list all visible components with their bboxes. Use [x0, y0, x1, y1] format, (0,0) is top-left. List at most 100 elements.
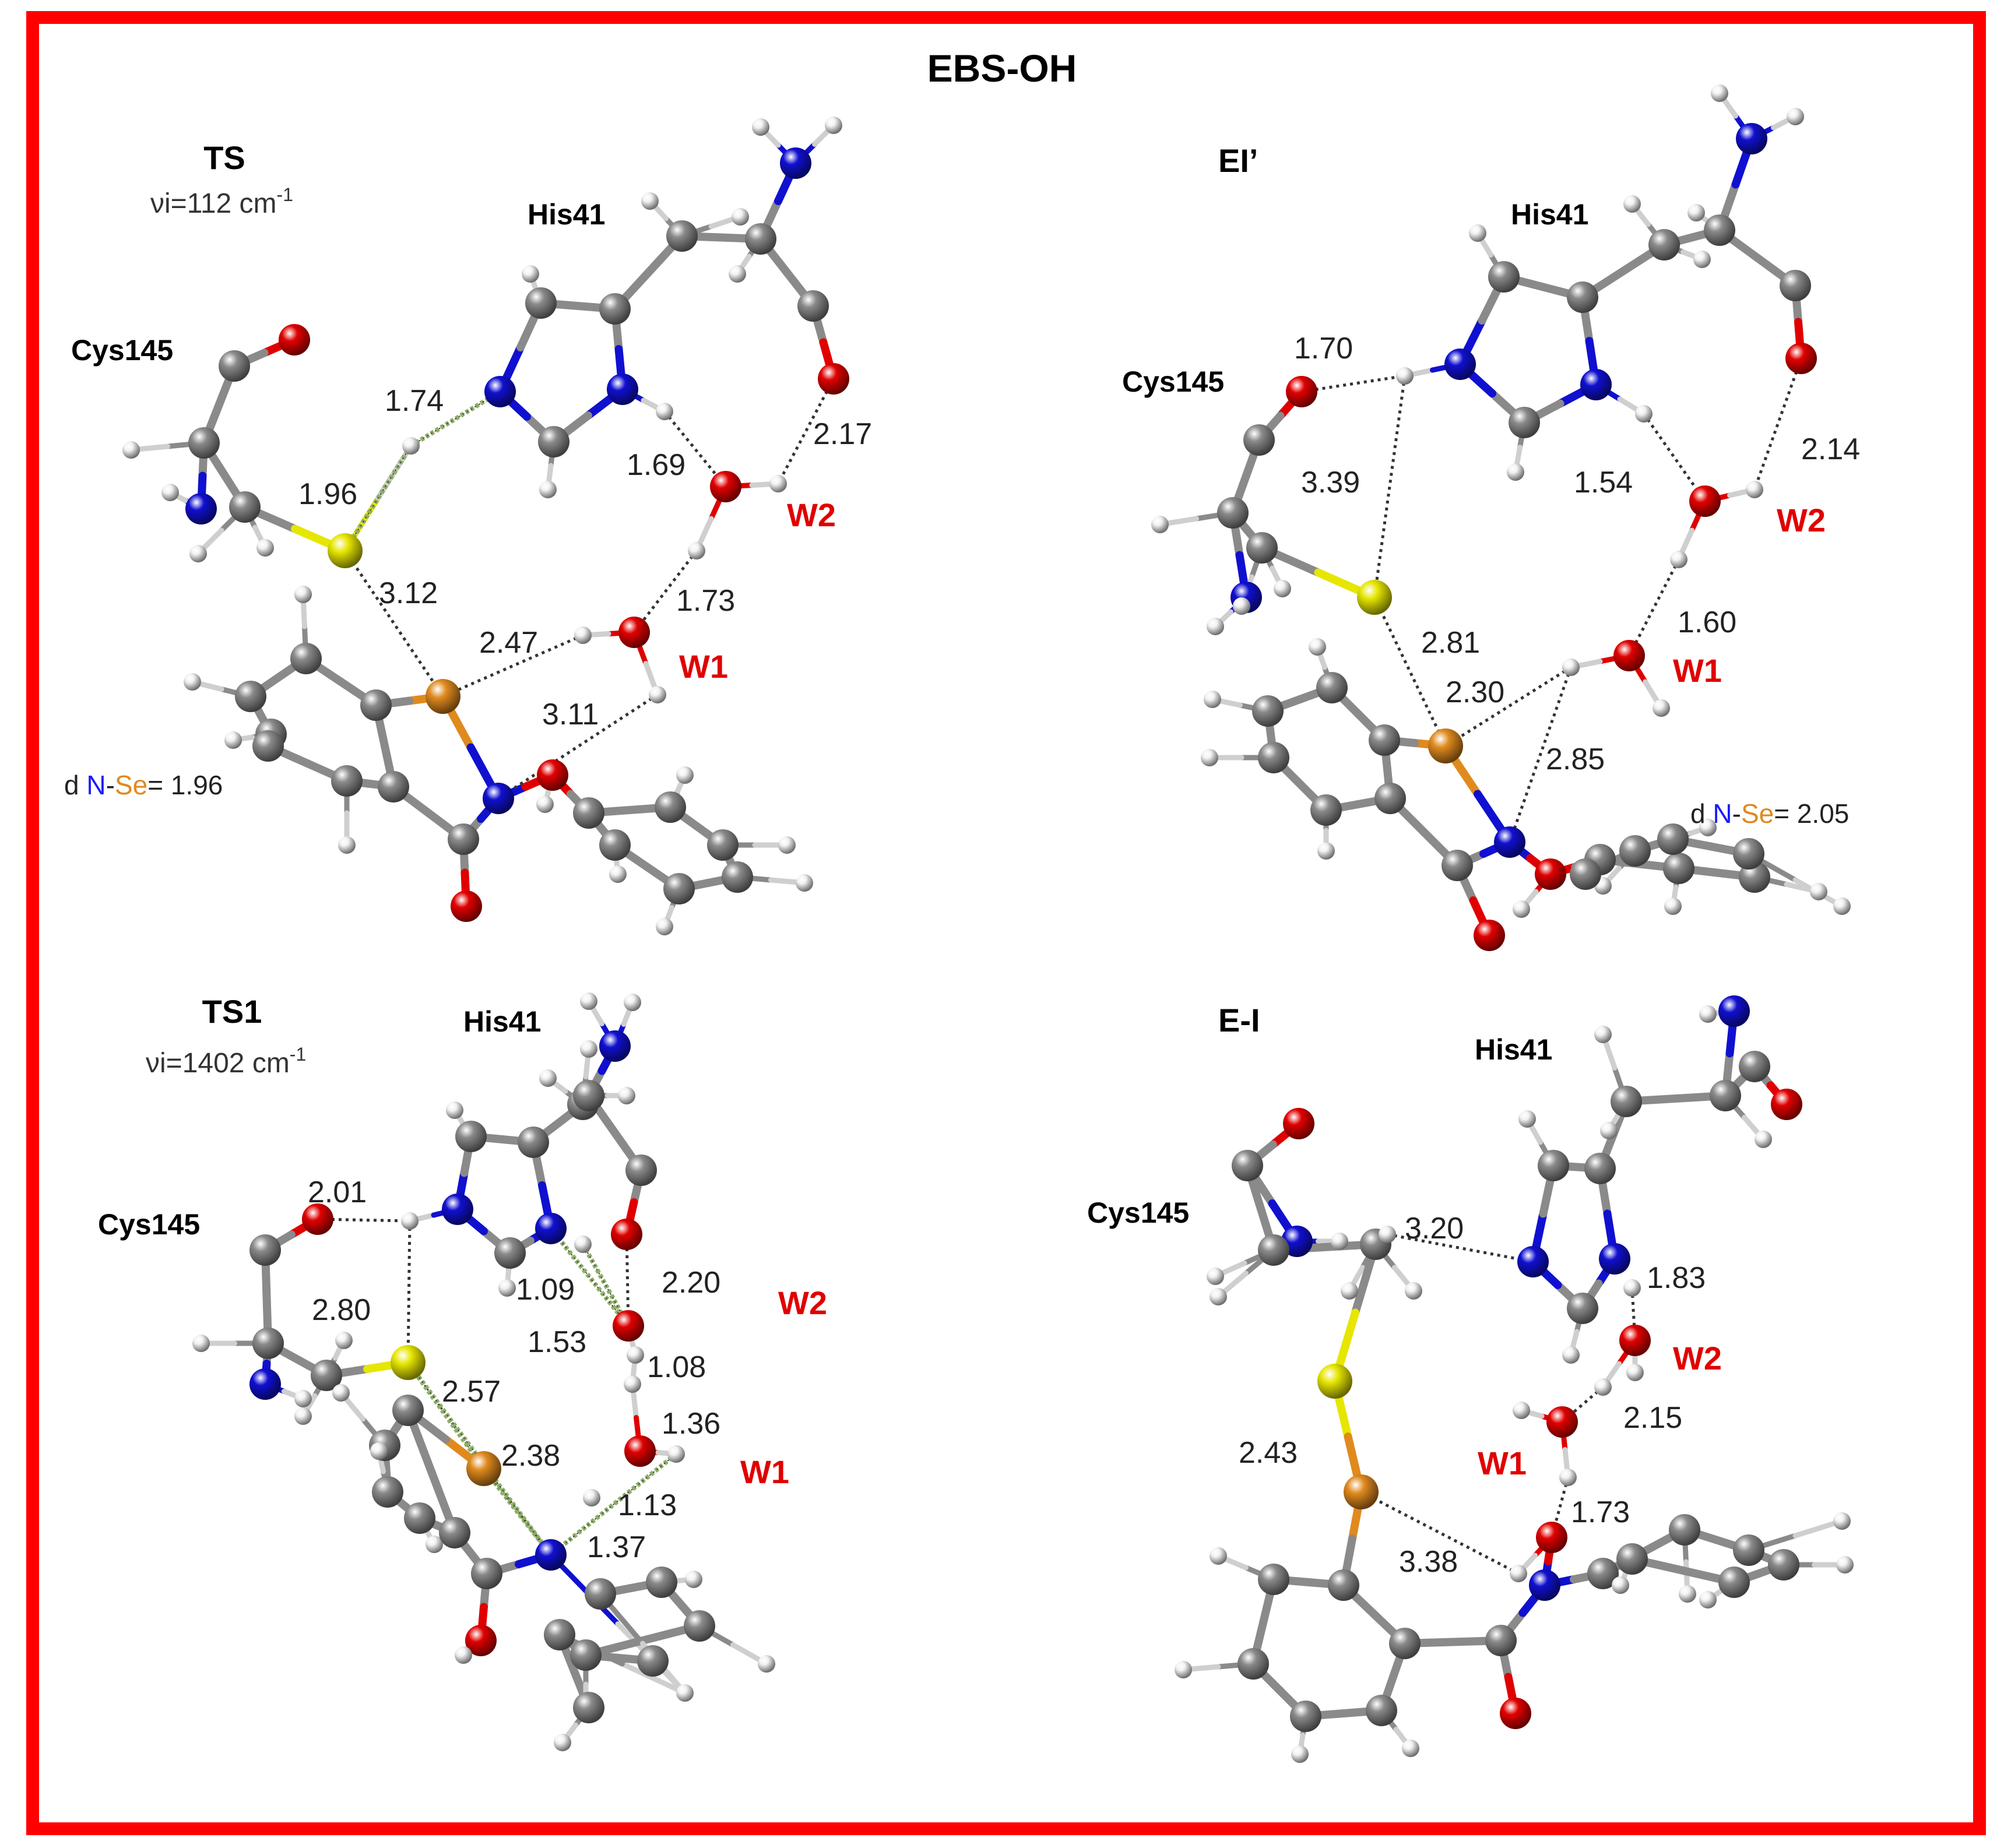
hydrogen-atom [1233, 597, 1250, 615]
distance-label: 2.17 [813, 417, 872, 451]
carbon-atom [544, 1619, 575, 1650]
hydrogen-atom [184, 673, 201, 691]
hydrogen-atom [294, 1390, 312, 1407]
distance-label: 2.85 [1546, 742, 1605, 776]
hydrogen-atom [1507, 463, 1524, 481]
hydrogen-atom [1623, 1279, 1641, 1297]
carbon-atom [1768, 1549, 1799, 1581]
distance-label: 1.54 [1574, 466, 1633, 499]
distance-label: 3.11 [542, 698, 599, 731]
residue-label-his41-ts: His41 [528, 198, 605, 231]
carbon-atom [1538, 1150, 1569, 1181]
distance-label: 2.15 [1623, 1401, 1682, 1435]
hydrogen-atom [1679, 1585, 1696, 1603]
hydrogen-atom [338, 836, 356, 854]
carbon-atom [637, 1645, 669, 1677]
hydrogen-atom [758, 1655, 775, 1673]
atoms [1175, 995, 1854, 1763]
nitrogen-atom [484, 376, 516, 407]
carbon-atom [331, 765, 363, 797]
carbon-atom [1570, 858, 1601, 890]
panel-label-ts: TS [203, 139, 245, 176]
hydrogen-bond-line [406, 1220, 412, 1363]
distance-label: 2.14 [1801, 432, 1860, 466]
distance-label: 1.96 [298, 477, 357, 511]
carbon-atom [1258, 1234, 1289, 1266]
nitrogen-atom [780, 147, 811, 179]
hydrogen-atom [1207, 1268, 1224, 1285]
residue-label-cys145-ei-prime: Cys145 [1122, 365, 1224, 398]
molecule-ei-prime [1151, 85, 1851, 951]
carbon-atom [722, 861, 753, 893]
hydrogen-atom [624, 1375, 641, 1393]
oxygen-atom [624, 1435, 656, 1467]
distance-label: 2.20 [662, 1266, 720, 1300]
hydrogen-atom [1379, 1226, 1396, 1243]
hydrogen-atom [1513, 1402, 1530, 1419]
oxygen-atom [1500, 1698, 1531, 1729]
carbon-atom [573, 797, 604, 829]
water-label-w1-ts: W1 [679, 648, 728, 685]
residue-label-his41-ts1: His41 [463, 1005, 541, 1038]
carbon-atom [439, 1517, 470, 1548]
nitrogen-atom [599, 1030, 631, 1062]
molecule-ts1 [192, 992, 775, 1751]
distance-label: 1.36 [662, 1407, 720, 1441]
hydrogen-bond-line [776, 378, 835, 485]
hydrogen-atom [778, 836, 796, 854]
hydrogen-bond-line [442, 633, 584, 698]
hydrogen-atom [1670, 551, 1687, 568]
hydrogen-atom [1518, 1110, 1536, 1128]
distance-label: 2.81 [1421, 626, 1480, 660]
hydrogen-atom [1626, 1364, 1644, 1381]
nitrogen-atom [1599, 1243, 1630, 1275]
hydrogen-atom [1210, 1547, 1227, 1565]
carbon-atom [1485, 1625, 1517, 1656]
panel-label-ts1: TS1 [202, 993, 262, 1030]
carbon-atom [707, 829, 739, 861]
interaction-lines [1301, 358, 1803, 843]
carbon-atom [585, 1578, 616, 1610]
carbon-atom [1710, 1080, 1741, 1111]
carbon-atom [518, 1127, 549, 1158]
carbon-atom [1718, 1567, 1750, 1598]
selenium-atom [1344, 1474, 1379, 1509]
carbon-atom [188, 427, 220, 459]
panel-ts1: TS1 νi=1402 cm-1 His41 Cys145 W2 W1 2.01… [98, 992, 827, 1751]
panel-ts: TS νi=112 cm-1 His41 Cys145 W2 W1 1.74 1… [64, 117, 872, 935]
hydrogen-atom [676, 1684, 694, 1702]
carbon-atom [573, 1080, 604, 1111]
carbon-atom [392, 1395, 424, 1426]
hydrogen-atom [729, 265, 746, 283]
hydrogen-atom [192, 1335, 210, 1352]
forming-bond-line [407, 1362, 484, 1469]
hydrogen-atom [224, 731, 242, 749]
carbon-atom [666, 220, 698, 252]
oxygen-atom [1536, 1522, 1567, 1553]
hydrogen-atom [1594, 1378, 1612, 1396]
carbon-atom [1389, 1628, 1421, 1659]
sulfur-atom [1357, 580, 1392, 615]
oxygen-atom [1546, 1406, 1578, 1438]
hydrogen-atom [1687, 204, 1705, 221]
oxygen-atom [279, 324, 310, 355]
sulfur-atom [391, 1345, 426, 1380]
forming-bond-line [410, 391, 501, 446]
carbon-atom [1366, 1695, 1397, 1726]
carbon-atom [1252, 695, 1284, 727]
hydrogen-atom [1699, 1591, 1717, 1608]
carbon-atom [663, 873, 695, 904]
carbon-atom [311, 1360, 342, 1391]
carbon-atom [448, 823, 479, 855]
molecule-e-i [1175, 995, 1854, 1763]
nitrogen-atom [1580, 369, 1612, 400]
bond [620, 1661, 688, 1696]
carbon-atom [1739, 1051, 1770, 1082]
hydrogen-atom [522, 265, 539, 283]
oxygen-atom [1535, 858, 1566, 890]
water-label-w2-ei-prime: W2 [1777, 502, 1826, 538]
distance-labels-ts: 1.74 1.96 1.69 2.17 3.12 1.73 2.47 3.11 [298, 384, 872, 731]
hydrogen-bond-line [1508, 667, 1573, 843]
hydrogen-atom [656, 403, 673, 420]
hydrogen-atom [641, 192, 659, 210]
